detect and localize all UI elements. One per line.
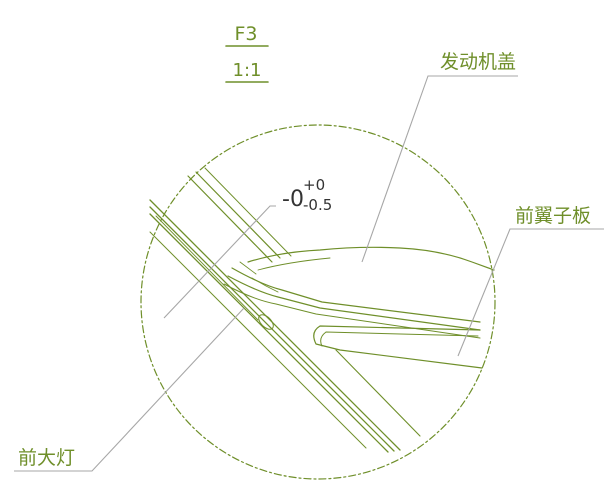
tolerance-upper: +0	[303, 176, 325, 194]
front-panel-label: 前翼子板	[515, 205, 591, 227]
headlamp-leader	[14, 307, 245, 472]
hood-leader	[361, 75, 518, 263]
view-name: F3	[234, 23, 257, 45]
view-scale: 1:1	[233, 60, 262, 81]
detail-circle	[140, 124, 496, 480]
hood-label: 发动机盖	[440, 51, 516, 73]
hood-contour	[187, 167, 495, 271]
tolerance-base: -0	[282, 187, 304, 212]
hood-callout: 发动机盖	[361, 51, 518, 263]
front-panel-callout: 前翼子板	[457, 205, 604, 357]
seal-region	[223, 261, 481, 339]
tolerance-leader	[163, 205, 276, 319]
headlamp-contour	[149, 199, 401, 453]
tolerance-annotation: -0 +0 -0.5	[163, 176, 332, 319]
front-panel-leader	[457, 228, 604, 357]
tolerance-lower: -0.5	[303, 196, 332, 214]
fender-contour	[313, 325, 483, 437]
headlamp-callout: 前大灯	[14, 307, 245, 472]
view-title: F3 1:1	[225, 23, 269, 83]
headlamp-label: 前大灯	[18, 447, 75, 469]
